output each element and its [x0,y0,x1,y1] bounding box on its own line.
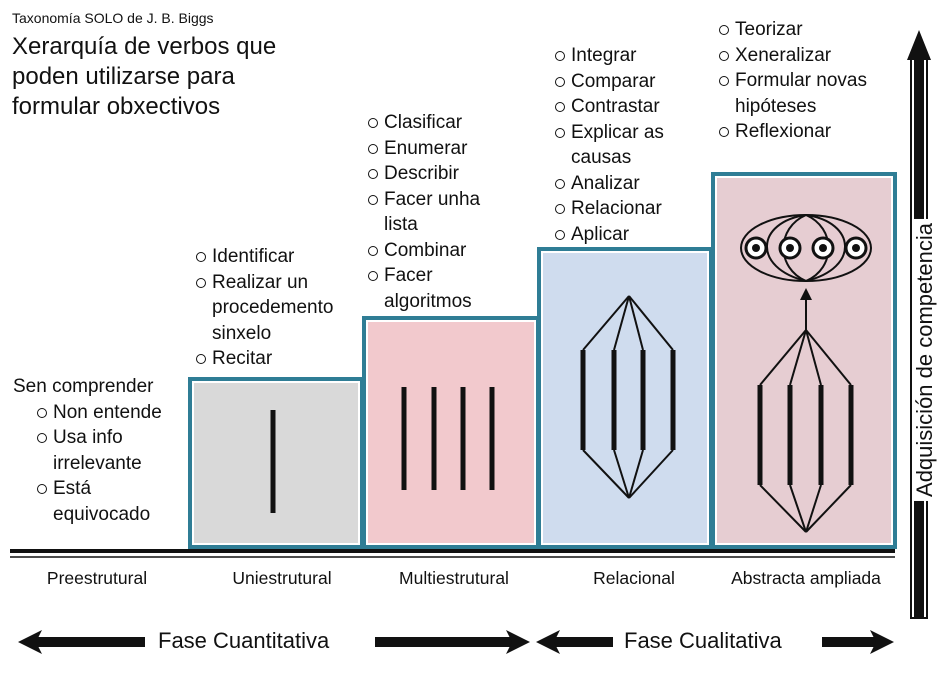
heading-line: formular obxectivos [12,93,221,120]
level-label: Multiestrutural [399,568,509,588]
verb-item: Teorizar [717,17,897,43]
heading-line: poden utilizarse para [12,63,235,90]
verb-item: Identificar [194,244,354,270]
verb-item: Combinar [366,238,506,264]
verb-item: Analizar [553,171,693,197]
abstracta-verbs: Teorizar Xeneralizar Formular novas hipó… [717,17,897,145]
verb-item: Formular novas hipóteses [717,68,897,119]
arrow-right-icon [822,630,894,654]
preestrutural-item: Non entende [35,400,188,426]
arrow-left-icon [18,630,145,654]
phase-label: Fase Cualitativa [618,628,788,654]
verb-item: Describir [366,161,506,187]
level-label: Preestrutural [46,568,148,588]
verb-item: Aplicar [553,222,693,248]
preestrutural-item: Está equivocado [35,476,188,527]
heading-line: Xerarquía de verbos que [12,33,277,60]
axis-label: Adquisición de competencia [912,219,938,501]
diagram-caption: Taxonomía SOLO de J. B. Biggs [12,10,214,26]
arrow-left-icon [536,630,613,654]
relacional-verbs: Integrar Comparar Contrastar Explicar as… [553,43,693,247]
level-label: Abstracta ampliada [731,568,881,588]
preestrutural-item: Usa info irrelevante [35,425,188,476]
verb-item: Recitar [194,346,354,372]
phase-label: Fase Cuantitativa [152,628,336,654]
verb-item: Realizar un procedemento sinxelo [194,270,354,347]
preestrutural-title: Sen comprender [13,376,154,397]
verb-item: Comparar [553,69,693,95]
verb-item: Relacionar [553,196,693,222]
verb-item: Clasificar [366,110,506,136]
verb-item: Integrar [553,43,693,69]
arrow-right-icon [375,630,530,654]
verb-item: Facer unha lista [366,187,506,238]
verb-item: Enumerar [366,136,506,162]
verb-item: Reflexionar [717,119,897,145]
step-uniestrutural [188,377,364,549]
multiestrutural-verbs: Clasificar Enumerar Describir Facer unha… [366,110,506,314]
uniestrutural-verbs: Identificar Realizar un procedemento sin… [194,244,354,372]
level-label: Uniestrutural [232,568,332,588]
verb-item: Xeneralizar [717,43,897,69]
verb-item: Contrastar [553,94,693,120]
verb-item: Explicar as causas [553,120,693,171]
step-multiestrutural [362,316,540,549]
preestrutural-list: Non entende Usa info irrelevante Está eq… [35,400,188,528]
verb-item: Facer algoritmos [366,263,506,314]
diagram-heading: Xerarquía de verbos que poden utilizarse… [12,32,276,122]
preestrutural-block: Sen comprender Non entende Usa info irre… [13,374,188,527]
level-label: Relacional [593,568,675,588]
